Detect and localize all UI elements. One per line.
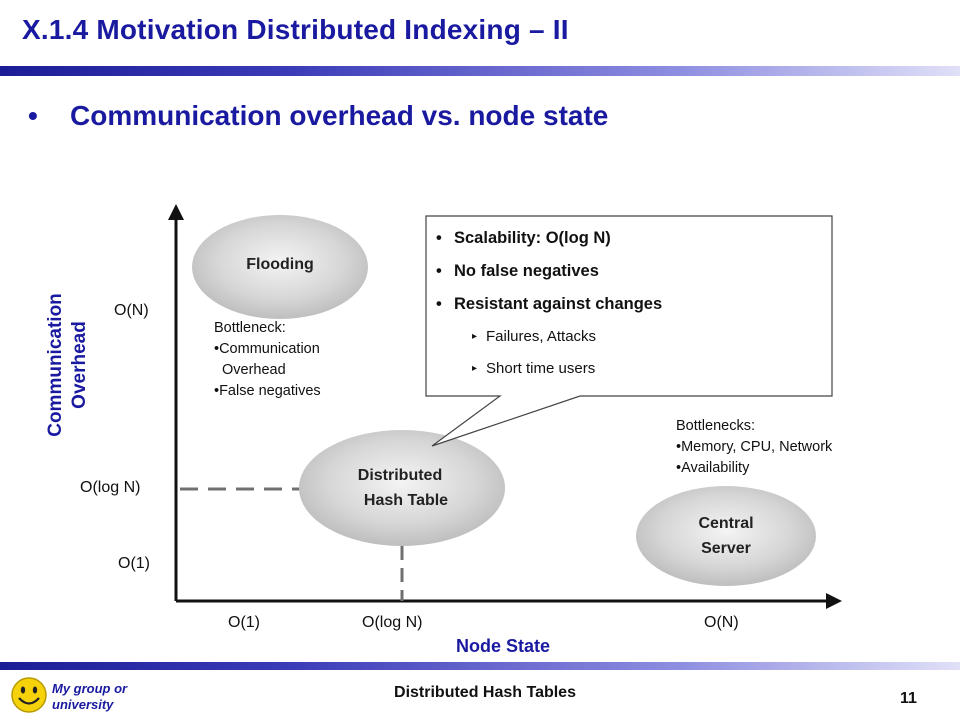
y-axis-title: Communication Overhead (45, 293, 90, 437)
y-tick-o-n: O(N) (114, 302, 149, 319)
dht-label-line1: Distributed (357, 467, 443, 484)
title-divider-bar (0, 66, 960, 76)
page-number: 11 (900, 690, 917, 707)
callout-subpoint-failures: ▸Failures, Attacks (472, 328, 597, 345)
dht-properties-callout: •Scalability: O(log N) •No false negativ… (436, 222, 662, 385)
flooding-label: Flooding (246, 256, 314, 273)
central-note-heading: Bottlenecks: (676, 418, 755, 434)
slide-title: X.1.4 Motivation Distributed Indexing – … (22, 14, 569, 45)
smiley-logo-icon (11, 677, 47, 713)
bullet-dot: • (28, 100, 38, 131)
callout-point-no-false-negatives: •No false negatives (436, 262, 599, 280)
callout-box (425, 215, 833, 447)
y-tick-o-log-n: O(log N) (80, 479, 141, 496)
x-tick-o-1: O(1) (228, 614, 260, 631)
flooding-note-item-cont: Overhead (222, 362, 286, 378)
x-axis-title: Node State (456, 636, 551, 656)
flooding-ellipse (192, 215, 368, 319)
central-server-ellipse (636, 486, 816, 586)
flooding-bottleneck-note: Bottleneck: •Communication Overhead •Fal… (214, 318, 321, 402)
dht-ellipse (299, 430, 505, 546)
central-label-line1: Central (698, 515, 754, 532)
y-tick-o-1: O(1) (118, 555, 150, 572)
x-tick-o-log-n: O(log N) (362, 614, 423, 631)
y-axis-arrowhead (168, 204, 184, 220)
flooding-note-heading: Bottleneck: (214, 320, 286, 336)
x-tick-o-n: O(N) (704, 614, 739, 631)
x-axis-arrowhead (826, 593, 842, 609)
bullet-term-communication: Communication overhead (70, 100, 414, 131)
organization-name: My group or university (52, 681, 128, 712)
flooding-note-item: •False negatives (214, 383, 321, 399)
callout-subpoint-short-time-users: ▸Short time users (472, 360, 596, 377)
footer-divider-bar (0, 662, 960, 670)
main-bullet: • Communication overhead vs. node state (28, 100, 608, 132)
bullet-term-node-state: node state (468, 100, 609, 131)
central-note-item: •Memory, CPU, Network (676, 439, 833, 455)
bullet-vs: vs. (413, 100, 469, 131)
flooding-note-item: •Communication (214, 341, 320, 357)
dht-label-line2: Hash Table (363, 492, 449, 509)
central-bottleneck-note: Bottlenecks: •Memory, CPU, Network •Avai… (676, 416, 832, 479)
footer-title: Distributed Hash Tables (394, 684, 576, 701)
central-label-line2: Server (701, 540, 751, 557)
callout-point-resistant: •Resistant against changes (436, 295, 663, 313)
callout-point-scalability: •Scalability: O(log N) (436, 229, 611, 247)
central-note-item: •Availability (676, 460, 750, 476)
